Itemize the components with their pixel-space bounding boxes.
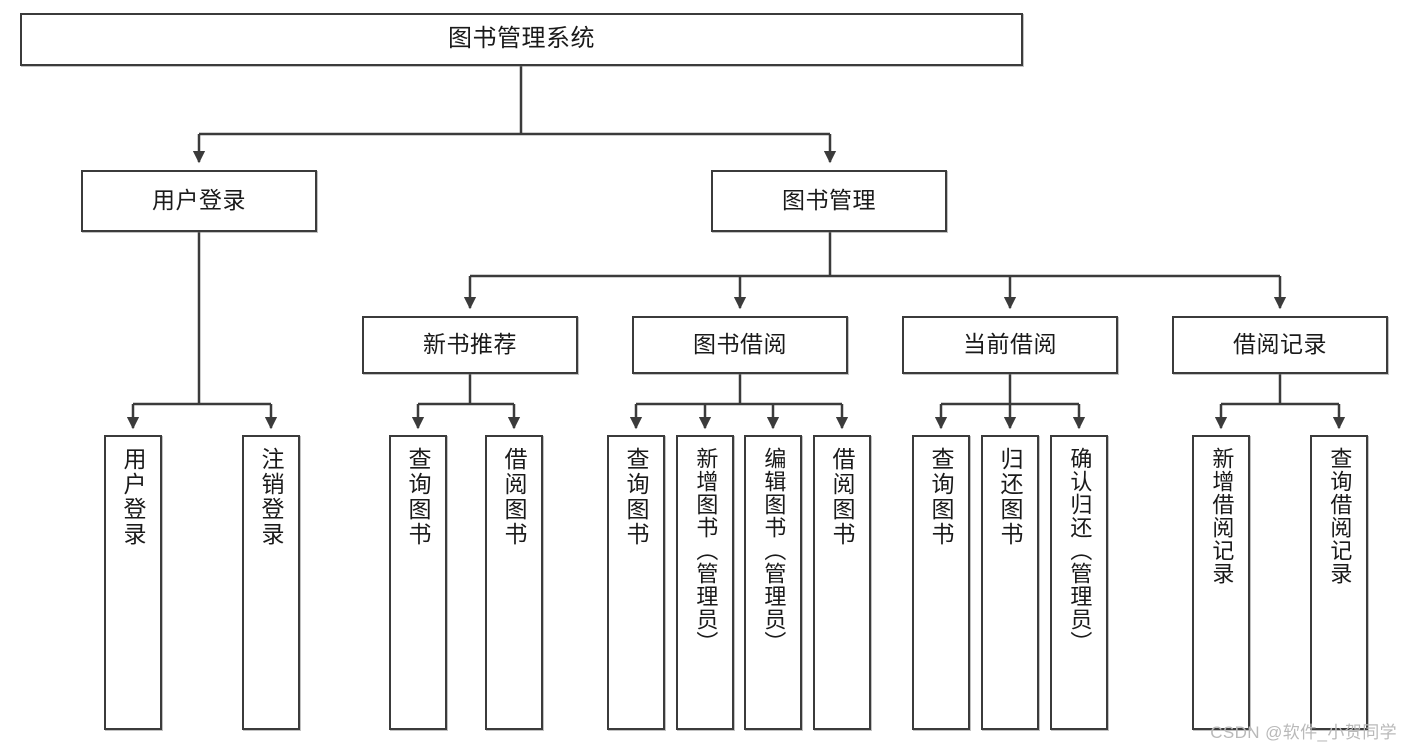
leaf-query-books-current[interactable]: 查询图书 bbox=[912, 435, 970, 730]
node-book-borrowing[interactable]: 图书借阅 bbox=[632, 316, 848, 374]
node-label: 归还图书 bbox=[997, 447, 1024, 547]
node-new-book-recommendation[interactable]: 新书推荐 bbox=[362, 316, 578, 374]
node-label: 用户登录 bbox=[152, 187, 246, 214]
csdn-watermark: CSDN @软件_小贺同学 bbox=[1210, 723, 1397, 742]
node-label: 新书推荐 bbox=[423, 331, 517, 358]
node-user-login[interactable]: 用户登录 bbox=[81, 170, 317, 232]
leaf-borrow-books-borrow[interactable]: 借阅图书 bbox=[813, 435, 871, 730]
node-label: 新增借阅记录 bbox=[1209, 447, 1235, 585]
node-label: 当前借阅 bbox=[963, 331, 1057, 358]
leaf-confirm-return-admin[interactable]: 确认归还（管理员） bbox=[1050, 435, 1108, 730]
node-label: 查询借阅记录 bbox=[1327, 447, 1353, 585]
node-label: 图书借阅 bbox=[693, 331, 787, 358]
leaf-query-books-borrow[interactable]: 查询图书 bbox=[607, 435, 665, 730]
node-label: 编辑图书（管理员） bbox=[761, 447, 787, 654]
leaf-return-books[interactable]: 归还图书 bbox=[981, 435, 1039, 730]
leaf-edit-book-admin[interactable]: 编辑图书（管理员） bbox=[744, 435, 802, 730]
node-label: 借阅图书 bbox=[501, 447, 528, 547]
node-label: 确认归还（管理员） bbox=[1067, 447, 1093, 654]
leaf-query-borrow-record[interactable]: 查询借阅记录 bbox=[1310, 435, 1368, 730]
leaf-borrow-books-newbook[interactable]: 借阅图书 bbox=[485, 435, 543, 730]
leaf-add-book-admin[interactable]: 新增图书（管理员） bbox=[676, 435, 734, 730]
leaf-query-books-newbook[interactable]: 查询图书 bbox=[389, 435, 447, 730]
node-borrowing-records[interactable]: 借阅记录 bbox=[1172, 316, 1388, 374]
node-label: 查询图书 bbox=[928, 447, 955, 547]
node-book-management[interactable]: 图书管理 bbox=[711, 170, 947, 232]
node-label: 用户登录 bbox=[120, 447, 147, 547]
leaf-add-borrow-record[interactable]: 新增借阅记录 bbox=[1192, 435, 1250, 730]
node-label: 新增图书（管理员） bbox=[693, 447, 719, 654]
node-label: 图书管理系统 bbox=[448, 25, 595, 53]
node-label: 查询图书 bbox=[623, 447, 650, 547]
node-label: 查询图书 bbox=[405, 447, 432, 547]
node-label: 借阅图书 bbox=[829, 447, 856, 547]
leaf-user-login[interactable]: 用户登录 bbox=[104, 435, 162, 730]
node-current-borrowing[interactable]: 当前借阅 bbox=[902, 316, 1118, 374]
leaf-logout[interactable]: 注销登录 bbox=[242, 435, 300, 730]
node-root-book-management-system[interactable]: 图书管理系统 bbox=[20, 13, 1023, 66]
node-label: 图书管理 bbox=[782, 187, 876, 214]
node-label: 注销登录 bbox=[258, 447, 285, 547]
node-label: 借阅记录 bbox=[1233, 331, 1327, 358]
